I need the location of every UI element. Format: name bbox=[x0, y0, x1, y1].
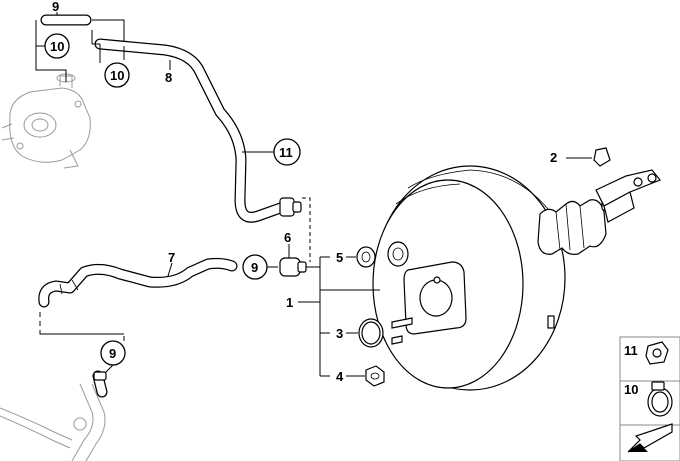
callout-6[interactable]: 6 bbox=[284, 230, 291, 245]
callout-7[interactable]: 7 bbox=[168, 250, 175, 265]
check-valve-6: 6 bbox=[279, 230, 321, 277]
callout-9-bottom[interactable]: 9 bbox=[109, 346, 116, 361]
callout-2[interactable]: 2 bbox=[550, 150, 557, 165]
callout-3[interactable]: 3 bbox=[336, 326, 343, 341]
callout-10-b[interactable]: 10 bbox=[110, 68, 124, 83]
hose-clamp-10-icon bbox=[647, 381, 673, 417]
bottom-9-group: 9 bbox=[39, 312, 126, 398]
callout-10-circle-b bbox=[104, 62, 130, 88]
clevis-2: 2 bbox=[550, 147, 661, 223]
callout-9-mid-group: 9 bbox=[242, 254, 278, 280]
lower-pipe-ghost bbox=[0, 383, 106, 461]
arrow-icon bbox=[627, 423, 673, 453]
callout-10-a[interactable]: 10 bbox=[50, 39, 64, 54]
parts-legend: 11 10 bbox=[619, 336, 680, 461]
callout-11-group: 11 bbox=[242, 138, 301, 166]
brake-booster bbox=[372, 165, 566, 391]
callout-1[interactable]: 1 bbox=[286, 295, 293, 310]
vacuum-hose-8: 10 8 bbox=[91, 30, 302, 223]
callout-5[interactable]: 5 bbox=[336, 250, 343, 265]
nut-4: 4 bbox=[336, 365, 385, 387]
callout-8[interactable]: 8 bbox=[165, 70, 172, 85]
seal-5: 5 bbox=[336, 246, 376, 268]
vacuum-hose-7: 7 bbox=[38, 250, 238, 308]
gasket-3: 3 bbox=[336, 318, 384, 348]
callout-11[interactable]: 11 bbox=[279, 145, 293, 160]
callout-4[interactable]: 4 bbox=[336, 369, 344, 384]
legend-10-label[interactable]: 10 bbox=[624, 382, 638, 397]
callout-9-top[interactable]: 9 bbox=[52, 0, 59, 14]
legend-11-label[interactable]: 11 bbox=[624, 343, 638, 358]
callout-9-mid[interactable]: 9 bbox=[251, 260, 258, 275]
vacuum-pump-ghost bbox=[1, 73, 91, 169]
callout-1-group: 1 bbox=[286, 256, 380, 377]
hose-clamp-11-icon bbox=[645, 341, 669, 365]
hose-9-group-top: 9 10 bbox=[35, 0, 125, 82]
